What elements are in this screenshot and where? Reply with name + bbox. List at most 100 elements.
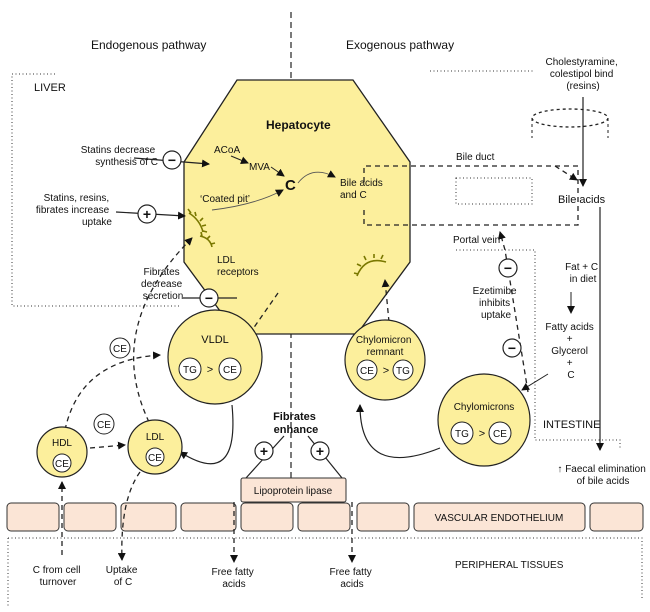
- mva-to-c-arrow: [270, 166, 285, 177]
- resin-cylinder: [531, 108, 609, 138]
- ezetimibe-minus-glyph-upper: −: [504, 260, 512, 276]
- statins-decrease-annotation: Statins decrease synthesis of C: [81, 145, 158, 168]
- faecal-elimination-annotation: ↑ Faecal elimination of bile acids: [557, 464, 648, 487]
- lipoprotein-lipase-box: [240, 477, 347, 503]
- chylomicrons-ce: [488, 421, 512, 445]
- vldl-particle: [167, 309, 263, 405]
- liver-region-outline: [11, 73, 180, 307]
- bile-acids-label: Bile acids: [558, 194, 606, 206]
- bile-duct-loop: [363, 165, 579, 226]
- ce-transfer-top: [109, 337, 131, 359]
- ldl-particle: [127, 419, 183, 475]
- intestine-region-outline: [430, 70, 621, 450]
- vldl-tg-label: TG: [183, 365, 197, 376]
- ce-transfer-top-label: CE: [113, 344, 127, 355]
- peripheral-tissues-label: PERIPHERAL TISSUES: [455, 560, 564, 571]
- statins-resins-annotation: Statins, resins, fibrates increase uptak…: [36, 193, 113, 228]
- fibrates-enhance-annotation: Fibrates enhance: [273, 411, 319, 436]
- fibrates-enhance-plus-right-glyph: +: [316, 443, 324, 459]
- remnant-ce: [356, 359, 378, 381]
- fibrates-enhance-plus-left: [254, 441, 274, 461]
- liver-label: LIVER: [34, 82, 66, 94]
- chylomicrons-label: Chylomicrons: [454, 402, 515, 413]
- fatty-acids-to-chylomicrons-arrow: [521, 373, 549, 391]
- hdl-label: HDL: [52, 438, 72, 449]
- intestine-box: [455, 177, 533, 205]
- ldl-receptor-pit-upper: [187, 208, 208, 233]
- remnant-tg: [392, 359, 414, 381]
- pit-to-c-arrow: [211, 189, 284, 211]
- chylomicrons-particle: [437, 373, 531, 467]
- statins-increase-plus-sign: [137, 204, 157, 224]
- ezetimibe-minus-sign-upper: [498, 258, 518, 278]
- fatty-acids-glycerol-annotation: Fatty acids + Glycerol + C: [545, 322, 596, 381]
- fibrates-enhance-plus-right: [310, 441, 330, 461]
- acoa-to-mva-arrow: [230, 155, 249, 165]
- free-fatty-acids-left: Free fatty acids: [211, 567, 256, 590]
- acoa-label: ACoA: [214, 145, 240, 156]
- remnant-gt-symbol: >: [383, 365, 389, 377]
- hepatocyte-title: Hepatocyte: [266, 118, 331, 132]
- vldl-to-ldl-arrow: [179, 404, 234, 465]
- ldl-to-liver-arrow: [132, 237, 193, 431]
- statins-decrease-minus-sign: [162, 150, 182, 170]
- endogenous-heading: Endogenous pathway: [91, 38, 206, 52]
- ldl-ce: [145, 447, 165, 467]
- coated-pit-label: ‘Coated pit’: [200, 194, 250, 205]
- chylomicrons-tg-label: TG: [455, 429, 469, 440]
- hdl-to-ldl-arrow: [89, 441, 126, 450]
- hdl-ce: [52, 453, 72, 473]
- chylomicron-receptor-pit: [353, 254, 387, 277]
- statins-increase-plus-glyph: +: [143, 206, 151, 222]
- bile-duct-label: Bile duct: [456, 152, 495, 163]
- fibrates-decrease-minus-glyph: −: [205, 290, 213, 306]
- statins-decrease-minus-glyph: −: [168, 152, 176, 168]
- chylomicrons-gt-symbol: >: [479, 428, 485, 440]
- chylomicrons-tg: [450, 421, 474, 445]
- ezetimibe-annotation: Ezetimibe inhibits uptake: [473, 286, 520, 321]
- peripheral-tissues-outline: [7, 537, 643, 608]
- fibrates-decrease-annotation: Fibrates decrease secretion: [141, 267, 185, 302]
- fat-c-diet-annotation: Fat + C in diet: [565, 262, 601, 285]
- chylomicrons-ce-label: CE: [493, 429, 507, 440]
- hdl-ce-label: CE: [55, 459, 69, 470]
- free-fatty-acids-right: Free fatty acids: [329, 567, 374, 590]
- hdl-particle: [36, 426, 88, 478]
- remnant-ce-label: CE: [360, 366, 374, 377]
- vldl-ce-label: CE: [223, 365, 237, 376]
- resins-annotation: Cholestyramine, colestipol bind (resins): [545, 57, 620, 92]
- c-from-cell-turnover-annotation: C from cell turnover: [33, 565, 84, 588]
- chylomicron-remnant-label: Chylomicron remnant: [356, 335, 414, 358]
- ezetimibe-minus-sign-lower: [502, 338, 522, 358]
- ce-transfer-mid-label: CE: [97, 420, 111, 431]
- fibrates-decrease-minus-sign: [199, 288, 219, 308]
- ldl-receptors-label: LDL receptors: [217, 255, 259, 278]
- vldl-ce: [218, 357, 242, 381]
- c-to-bile-acids-arrow: [297, 170, 336, 184]
- portal-vein-label: Portal vein: [453, 235, 500, 246]
- vldl-gt-symbol: >: [207, 364, 213, 376]
- ce-transfer-mid: [93, 413, 115, 435]
- chylomicrons-to-remnant-arrow: [356, 404, 441, 459]
- lipoprotein-lipase-label: Lipoprotein lipase: [254, 486, 333, 497]
- remnant-tg-label: TG: [396, 366, 410, 377]
- hdl-to-vldl-arrow: [64, 351, 161, 431]
- intestine-label: INTESTINE: [543, 419, 600, 431]
- ldl-ce-label: CE: [148, 453, 162, 464]
- ezetimibe-minus-glyph-lower: −: [508, 340, 516, 356]
- vldl-label: VLDL: [201, 334, 229, 346]
- vascular-endothelium: [6, 502, 644, 532]
- remnant-to-liver-arrow: [381, 279, 390, 323]
- ldl-label: LDL: [146, 432, 165, 443]
- mva-label: MVA: [249, 162, 270, 173]
- cholesterol-c-label: C: [285, 177, 296, 194]
- ldl-receptor-pit-lower: [199, 231, 216, 248]
- uptake-c-arrow: [117, 471, 141, 561]
- chylomicron-remnant-particle: [344, 319, 426, 401]
- bile-acids-and-c-label: Bile acids and C: [340, 178, 386, 201]
- vascular-endothelium-label: VASCULAR ENDOTHELIUM: [435, 513, 564, 524]
- fibrates-enhance-plus-left-glyph: +: [260, 443, 268, 459]
- bile-duct-arrow: [554, 165, 578, 181]
- uptake-c-annotation: Uptake of C: [106, 565, 140, 588]
